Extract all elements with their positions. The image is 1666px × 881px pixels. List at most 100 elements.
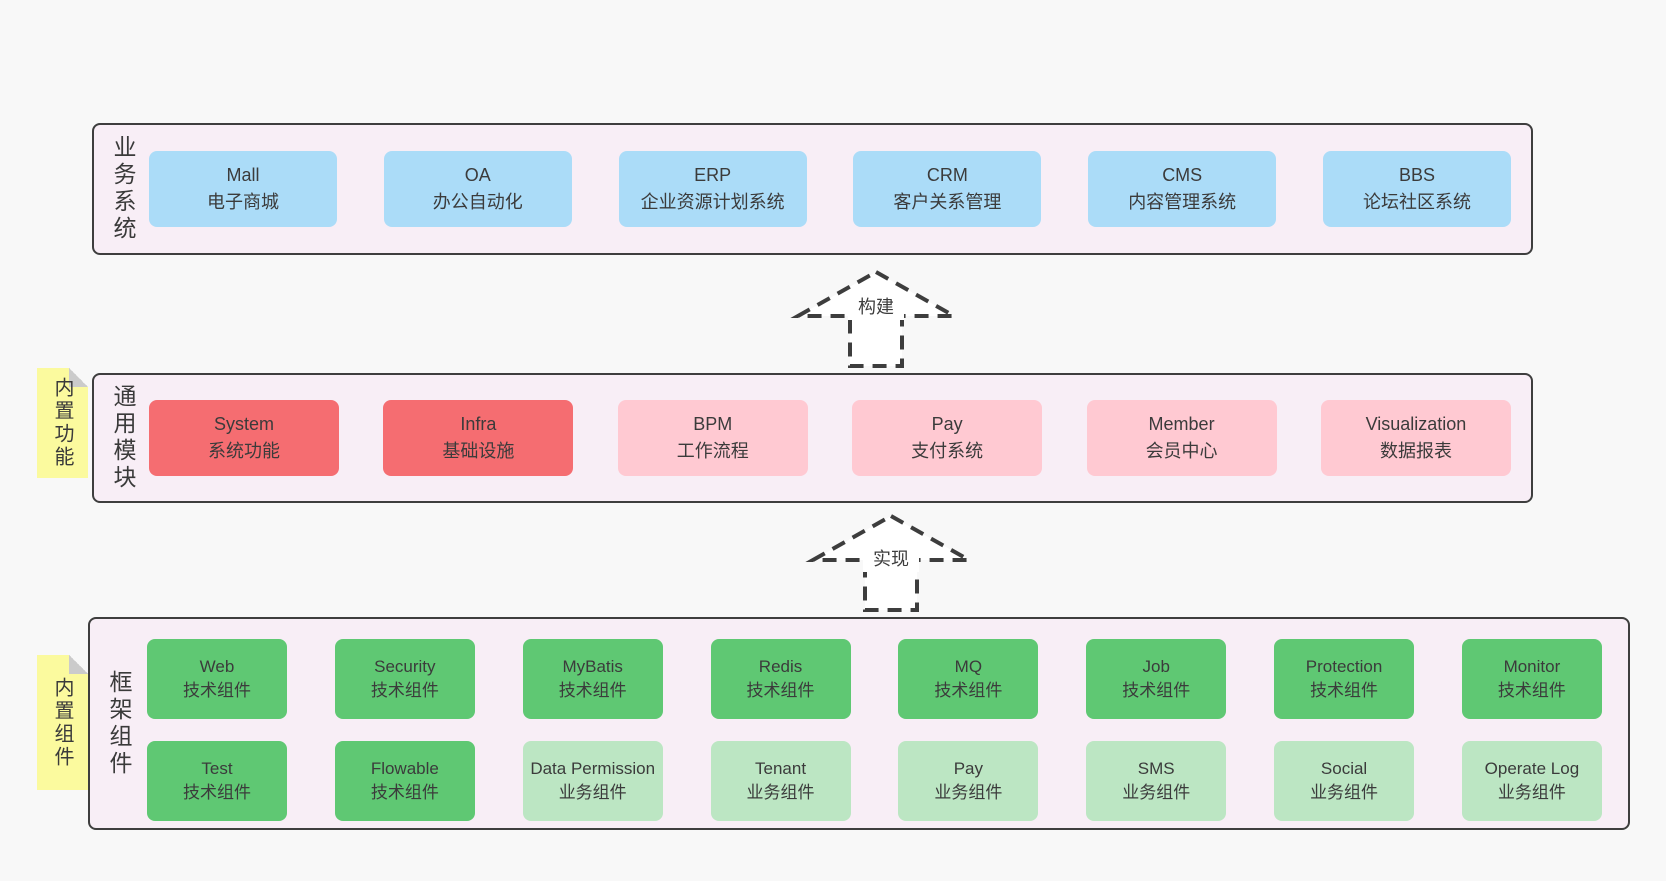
box-bbs: BBS 论坛社区系统: [1322, 151, 1511, 227]
box-subtitle: 工作流程: [676, 441, 749, 461]
box-title: Tenant: [755, 759, 807, 779]
arrow-label-bg: [848, 294, 904, 320]
box-redis: Redis 技术组件: [710, 639, 851, 719]
box-member: Member 会员中心: [1086, 400, 1277, 476]
common-modules-row: System 系统功能 Infra 基础设施 BPM 工作流程 Pay 支付系统…: [149, 375, 1511, 501]
box-subtitle: 业务组件: [746, 783, 815, 802]
box-monitor: Monitor 技术组件: [1461, 639, 1602, 719]
box-subtitle: 技术组件: [1310, 681, 1379, 700]
box-erp: ERP 企业资源计划系统: [618, 151, 807, 227]
box-subtitle: 技术组件: [1122, 681, 1191, 700]
box-subtitle: 技术组件: [1497, 681, 1566, 700]
box-oa: OA 办公自动化: [383, 151, 572, 227]
box-title: Data Permission: [530, 759, 656, 779]
box-subtitle: 电子商城: [207, 192, 279, 212]
box-title: Mall: [226, 165, 260, 185]
box-subtitle: 技术组件: [370, 783, 439, 802]
box-title: Security: [374, 657, 436, 677]
box-visualization: Visualization 数据报表: [1320, 400, 1511, 476]
box-title: BPM: [693, 414, 733, 434]
box-subtitle: 技术组件: [746, 681, 815, 700]
panel-common-modules: 通用模块 System 系统功能 Infra 基础设施 BPM 工作流程 Pay…: [92, 373, 1533, 503]
box-mq: MQ 技术组件: [898, 639, 1039, 719]
box-cms: CMS 内容管理系统: [1088, 151, 1277, 227]
folded-corner-icon: [69, 368, 88, 387]
box-subtitle: 办公自动化: [432, 192, 523, 212]
box-subtitle: 数据报表: [1379, 441, 1452, 461]
box-title: System: [213, 414, 274, 434]
box-system: System 系统功能: [149, 400, 339, 476]
box-social: Social 业务组件: [1274, 741, 1415, 821]
box-title: BBS: [1398, 165, 1435, 185]
box-subtitle: 业务组件: [1497, 783, 1566, 802]
box-subtitle: 业务组件: [1310, 783, 1379, 802]
box-title: ERP: [694, 165, 732, 185]
box-subtitle: 支付系统: [911, 441, 984, 461]
box-title: MyBatis: [562, 657, 623, 677]
box-mall: Mall 电子商城: [149, 151, 337, 227]
arrow-label-bg: [863, 546, 919, 572]
box-subtitle: 技术组件: [183, 681, 251, 700]
box-title: Member: [1148, 414, 1215, 434]
panel-business-systems: 业务系统 Mall 电子商城 OA 办公自动化 ERP 企业资源计划系统 CRM…: [92, 123, 1533, 255]
box-title: CRM: [926, 165, 968, 185]
box-title: Redis: [758, 657, 803, 677]
box-title: Infra: [460, 414, 497, 434]
box-mybatis: MyBatis 技术组件: [522, 639, 663, 719]
box-operate-log: Operate Log 业务组件: [1461, 741, 1602, 821]
business-systems-row: Mall 电子商城 OA 办公自动化 ERP 企业资源计划系统 CRM 客户关系…: [149, 125, 1511, 253]
box-title: Pay: [931, 414, 963, 434]
box-subtitle: 企业资源计划系统: [640, 192, 785, 212]
box-title: Protection: [1305, 657, 1383, 677]
box-title: MQ: [954, 657, 983, 677]
panel-label-framework-components: 框架组件: [106, 669, 132, 778]
box-job: Job 技术组件: [1086, 639, 1227, 719]
box-title: Monitor: [1503, 657, 1561, 677]
box-test: Test 技术组件: [147, 741, 287, 821]
panel-framework-components: 框架组件 Web 技术组件 Security 技术组件 MyBatis 技术组件…: [88, 617, 1630, 830]
arrow-implement: 实现: [805, 513, 977, 612]
box-data-permission: Data Permission 业务组件: [522, 741, 663, 821]
box-sms: SMS 业务组件: [1086, 741, 1227, 821]
box-title: Social: [1320, 759, 1368, 779]
sticky-builtin-components: 内置组件: [37, 655, 88, 790]
box-crm: CRM 客户关系管理: [853, 151, 1042, 227]
box-subtitle: 基础设施: [442, 441, 515, 461]
box-title: OA: [464, 165, 491, 185]
box-title: Test: [201, 759, 233, 779]
box-subtitle: 技术组件: [558, 681, 627, 700]
box-title: Web: [199, 657, 235, 677]
sticky-label: 内置功能: [51, 377, 73, 469]
folded-corner-icon: [69, 655, 88, 674]
arrow-label: 构建: [858, 297, 894, 317]
box-subtitle: 系统功能: [208, 441, 280, 461]
sticky-builtin-features: 内置功能: [37, 368, 88, 478]
box-subtitle: 内容管理系统: [1128, 192, 1237, 212]
box-title: Job: [1142, 657, 1170, 677]
box-tenant: Tenant 业务组件: [710, 741, 851, 821]
box-subtitle: 技术组件: [370, 681, 439, 700]
box-title: SMS: [1137, 759, 1175, 779]
panel-label-common-modules: 通用模块: [110, 384, 136, 492]
arrow-label: 实现: [873, 549, 909, 569]
box-title: Pay: [953, 759, 984, 779]
box-subtitle: 业务组件: [1122, 783, 1191, 802]
box-subtitle: 技术组件: [183, 783, 251, 802]
box-title: Flowable: [370, 759, 439, 779]
framework-components-grid: Web 技术组件 Security 技术组件 MyBatis 技术组件 Redi…: [147, 639, 1602, 821]
box-infra: Infra 基础设施: [383, 400, 574, 476]
box-web: Web 技术组件: [147, 639, 287, 719]
box-pay: Pay 支付系统: [852, 400, 1043, 476]
box-flowable: Flowable 技术组件: [334, 741, 475, 821]
box-subtitle: 会员中心: [1145, 441, 1218, 461]
box-title: CMS: [1162, 165, 1203, 185]
box-subtitle: 业务组件: [934, 783, 1003, 802]
box-subtitle: 客户关系管理: [893, 192, 1002, 212]
box-pay-component: Pay 业务组件: [898, 741, 1039, 821]
box-title: Visualization: [1365, 414, 1467, 434]
box-security: Security 技术组件: [334, 639, 475, 719]
box-subtitle: 技术组件: [934, 681, 1003, 700]
sticky-label: 内置组件: [51, 676, 73, 769]
box-subtitle: 论坛社区系统: [1362, 192, 1471, 212]
